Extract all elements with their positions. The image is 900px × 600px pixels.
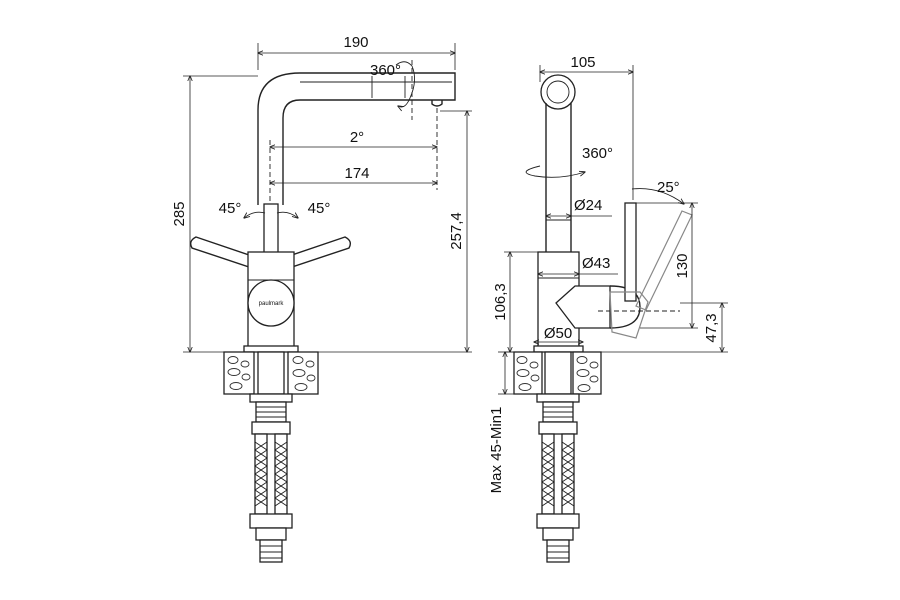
- dim-45-left-label: 45°: [219, 200, 242, 217]
- dim-106-label: 106,3: [492, 283, 509, 321]
- dim-d24-label: Ø24: [574, 197, 602, 214]
- dim-285-label: 285: [171, 201, 188, 226]
- front-hoses: [536, 433, 580, 563]
- dim-side-360-label: 360°: [370, 62, 401, 79]
- side-view: paulmark: [171, 34, 472, 563]
- dim-d43-label: Ø43: [582, 255, 610, 272]
- dim-174-label: 174: [344, 165, 369, 182]
- dim-105-label: 105: [570, 54, 595, 71]
- dim-d50-label: Ø50: [544, 325, 572, 342]
- dim-25deg-label: 25°: [657, 179, 680, 196]
- dim-47-label: 47,3: [703, 313, 720, 342]
- front-mount: [536, 351, 580, 435]
- dim-190-label: 190: [343, 34, 368, 51]
- front-lever: [624, 202, 637, 302]
- front-view: 360° 25°: [488, 54, 728, 563]
- side-hoses: [249, 433, 293, 563]
- dim-front-360-label: 360°: [582, 145, 613, 162]
- brand-disc: [247, 279, 295, 327]
- front-body: [533, 251, 680, 353]
- dim-2deg-label: 2°: [350, 129, 364, 146]
- front-spout-top: [540, 74, 576, 110]
- dim-mount-label: Max 45-Min1: [488, 407, 505, 494]
- side-mount: [249, 351, 293, 435]
- dim-45-right-label: 45°: [308, 200, 331, 217]
- side-body: paulmark: [243, 251, 299, 353]
- dim-130-label: 130: [674, 253, 691, 278]
- front-countertop: [513, 351, 602, 395]
- side-countertop: [223, 351, 319, 395]
- dim-257-label: 257,4: [448, 212, 465, 250]
- brand-mark: paulmark: [259, 301, 285, 307]
- front-lever-ghost: [609, 210, 693, 339]
